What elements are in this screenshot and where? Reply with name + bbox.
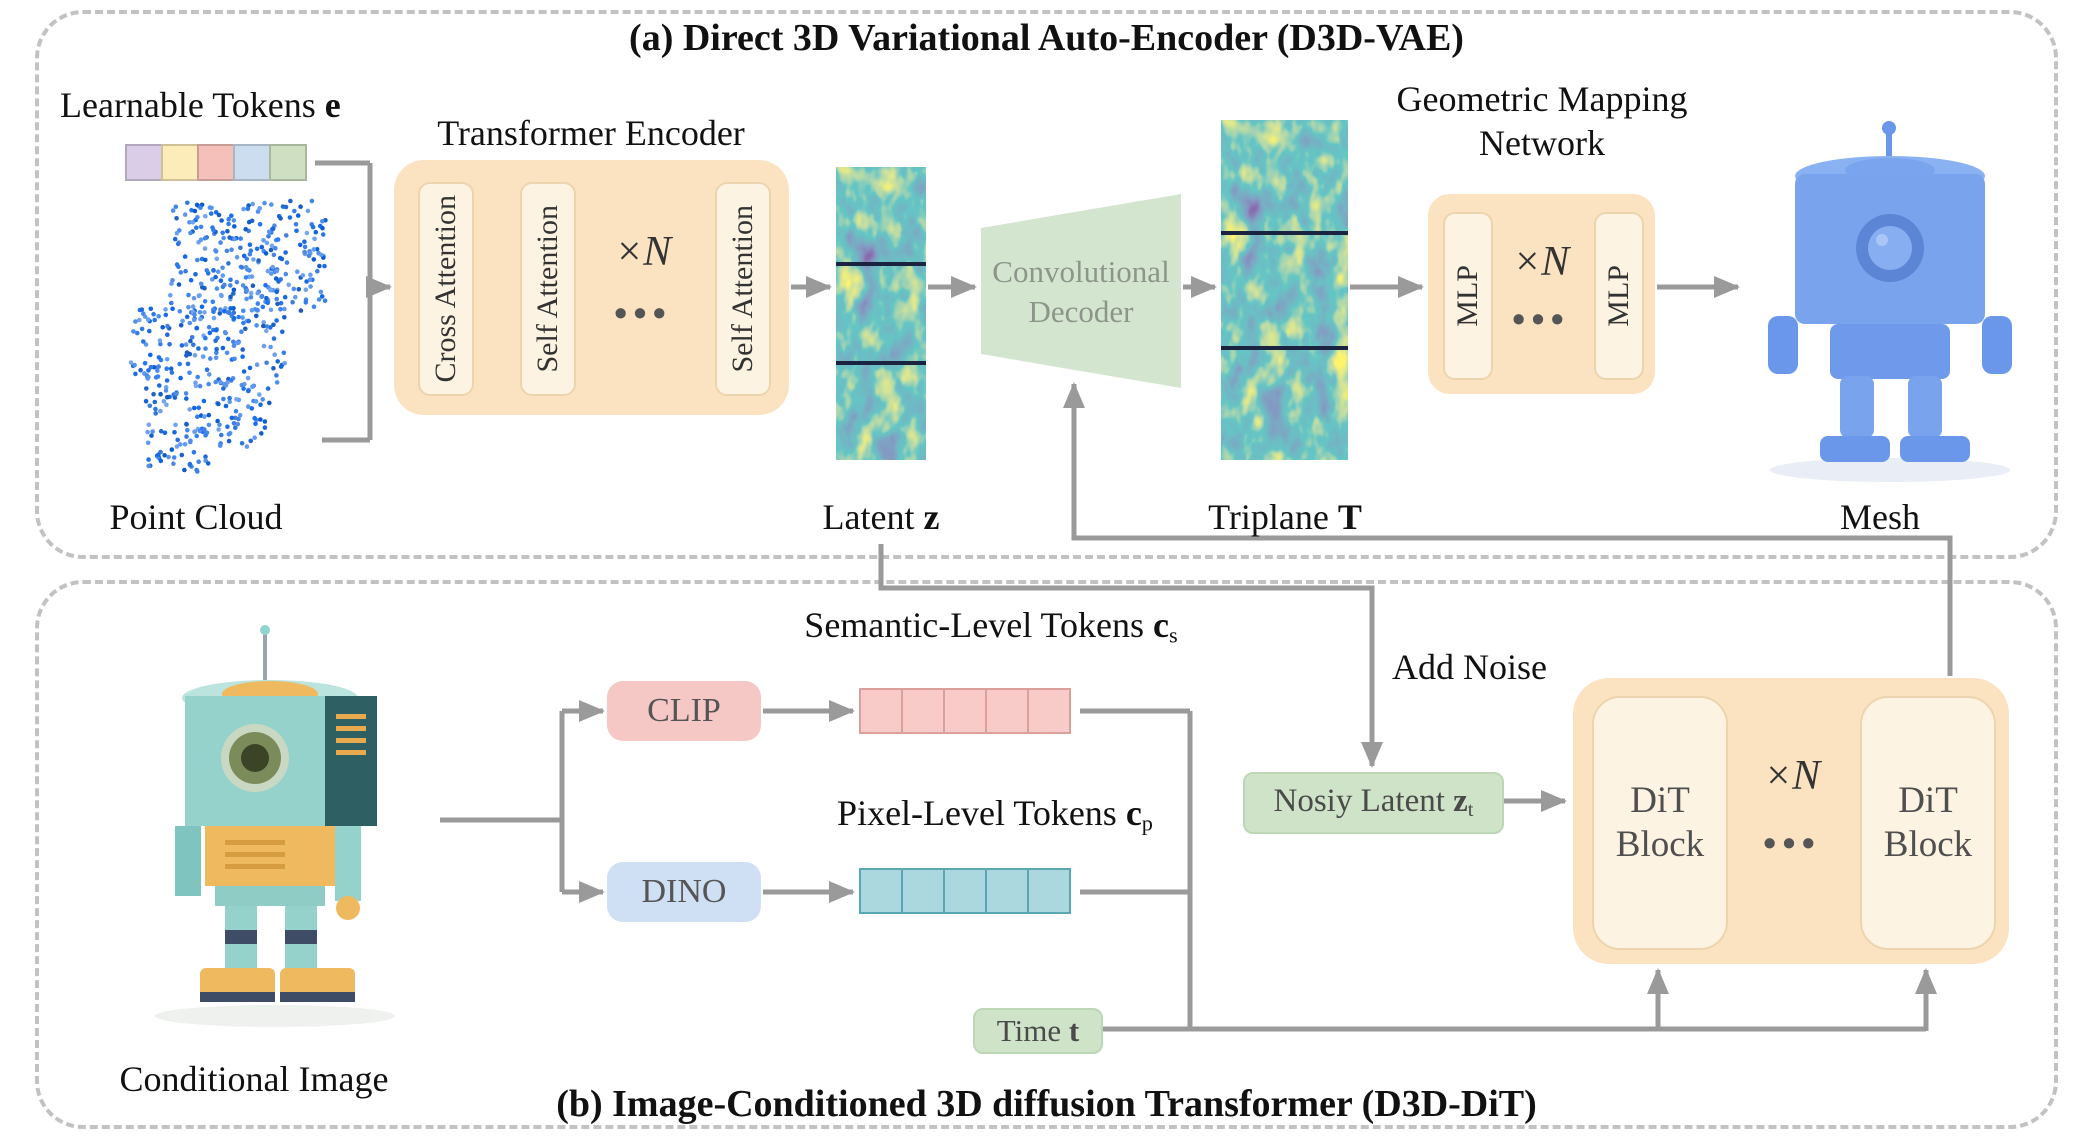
dit-dots: •••	[1763, 823, 1821, 865]
conditional-image	[155, 625, 395, 1027]
time-text: Time	[996, 1013, 1069, 1048]
dit-block-right: DiT Block	[1860, 696, 1996, 950]
learnable-tokens-label: Learnable Tokens e	[60, 84, 400, 126]
dit-block-left-line1: DiT	[1630, 779, 1690, 821]
point-cloud-label: Point Cloud	[109, 497, 283, 537]
triplane-label: Triplane T	[1135, 496, 1435, 538]
token-square	[943, 868, 987, 914]
time-symbol: t	[1068, 1013, 1080, 1048]
add-noise-label: Add Noise	[1392, 647, 1547, 687]
semantic-token-row	[859, 688, 1071, 734]
latent-label: Latent z	[731, 496, 1031, 538]
latent-text: Latent	[822, 497, 924, 537]
triplane-symbol: T	[1337, 497, 1362, 537]
token-square	[125, 144, 163, 181]
semantic-tokens-symbol: c	[1153, 605, 1169, 645]
pixel-tokens-text: Pixel-Level Tokens	[837, 793, 1126, 833]
learnable-tokens-symbol: e	[324, 85, 341, 125]
self-attention-block-1: Self Attention	[520, 182, 576, 396]
dit-block-left: DiT Block	[1592, 696, 1728, 950]
token-square	[269, 144, 307, 181]
conv-decoder-line1: Convolutional	[992, 254, 1170, 289]
pixel-tokens-symbol: c	[1125, 793, 1142, 833]
mesh-label: Mesh	[1840, 497, 1920, 537]
noisy-latent-subscript: t	[1467, 799, 1474, 822]
time-box: Time t	[973, 1008, 1103, 1054]
dit-repeat-label: ×N	[1763, 753, 1821, 799]
triplane-text: Triplane	[1208, 497, 1338, 537]
encoder-repeat-label: ×N	[614, 229, 672, 275]
dit-block-left-line2: Block	[1615, 824, 1705, 865]
gmn-title-line2: Network	[1479, 123, 1605, 163]
dit-block-right-line1: DiT	[1898, 779, 1958, 821]
pixel-token-row	[859, 868, 1071, 914]
panel-a-title: (a) Direct 3D Variational Auto-Encoder (…	[629, 17, 1464, 59]
cross-attention-block: Cross Attention	[418, 182, 474, 396]
semantic-tokens-label: Semantic-Level Tokens cs	[741, 604, 1241, 649]
conditional-image-label: Conditional Image	[119, 1059, 389, 1099]
latent-heatmap	[836, 167, 926, 460]
noisy-latent-box: Nosiy Latent zt	[1243, 772, 1504, 834]
pixel-tokens-label: Pixel-Level Tokens cp	[745, 792, 1245, 837]
panel-b-title: (b) Image-Conditioned 3D diffusion Trans…	[556, 1083, 1537, 1125]
mlp-block-left: MLP	[1443, 212, 1493, 380]
token-square	[901, 868, 945, 914]
mesh-image	[1768, 121, 2012, 482]
learnable-tokens-text: Learnable Tokens	[60, 85, 325, 125]
learnable-token-row	[125, 144, 307, 181]
dino-label: DINO	[641, 873, 727, 910]
token-square	[1027, 688, 1071, 734]
token-square	[161, 144, 199, 181]
clip-box: CLIP	[607, 681, 761, 741]
token-square	[859, 688, 903, 734]
token-square	[1027, 868, 1071, 914]
semantic-tokens-text: Semantic-Level Tokens	[804, 605, 1154, 645]
point-cloud-image	[128, 198, 328, 474]
latent-symbol: z	[923, 497, 940, 537]
gmn-dots: •••	[1512, 299, 1570, 341]
dino-box: DINO	[607, 862, 761, 922]
self-attention-label-2: Self Attention	[726, 205, 759, 373]
transformer-encoder-label: Transformer Encoder	[437, 113, 745, 153]
conv-decoder-shape	[981, 194, 1181, 388]
noisy-latent-symbol: z	[1453, 783, 1468, 820]
cross-attention-label: Cross Attention	[429, 195, 462, 383]
dit-block-right-line2: Block	[1883, 824, 1973, 865]
time-label: Time t	[997, 1013, 1079, 1049]
token-square	[985, 688, 1029, 734]
conv-decoder-label: Convolutional Decoder	[986, 252, 1176, 333]
token-square	[859, 868, 903, 914]
gmn-repeat-label: ×N	[1512, 239, 1570, 285]
encoder-dots: •••	[614, 293, 672, 335]
triplane-heatmap	[1221, 120, 1348, 460]
token-square	[943, 688, 987, 734]
clip-label: CLIP	[647, 692, 721, 729]
pixel-tokens-subscript: p	[1141, 810, 1153, 836]
conv-decoder-line2: Decoder	[1028, 294, 1134, 330]
token-square	[233, 144, 271, 181]
self-attention-label-1: Self Attention	[531, 205, 564, 373]
token-square	[197, 144, 235, 181]
gmn-title-line1: Geometric Mapping	[1396, 79, 1688, 119]
mlp-left-label: MLP	[1451, 265, 1484, 327]
mlp-block-right: MLP	[1594, 212, 1644, 380]
noisy-latent-label: Nosiy Latent zt	[1274, 783, 1474, 822]
token-square	[985, 868, 1029, 914]
noisy-latent-text: Nosiy Latent	[1273, 783, 1454, 820]
self-attention-block-2: Self Attention	[715, 182, 771, 396]
token-square	[901, 688, 945, 734]
semantic-tokens-subscript: s	[1169, 622, 1178, 648]
mlp-right-label: MLP	[1602, 265, 1635, 327]
